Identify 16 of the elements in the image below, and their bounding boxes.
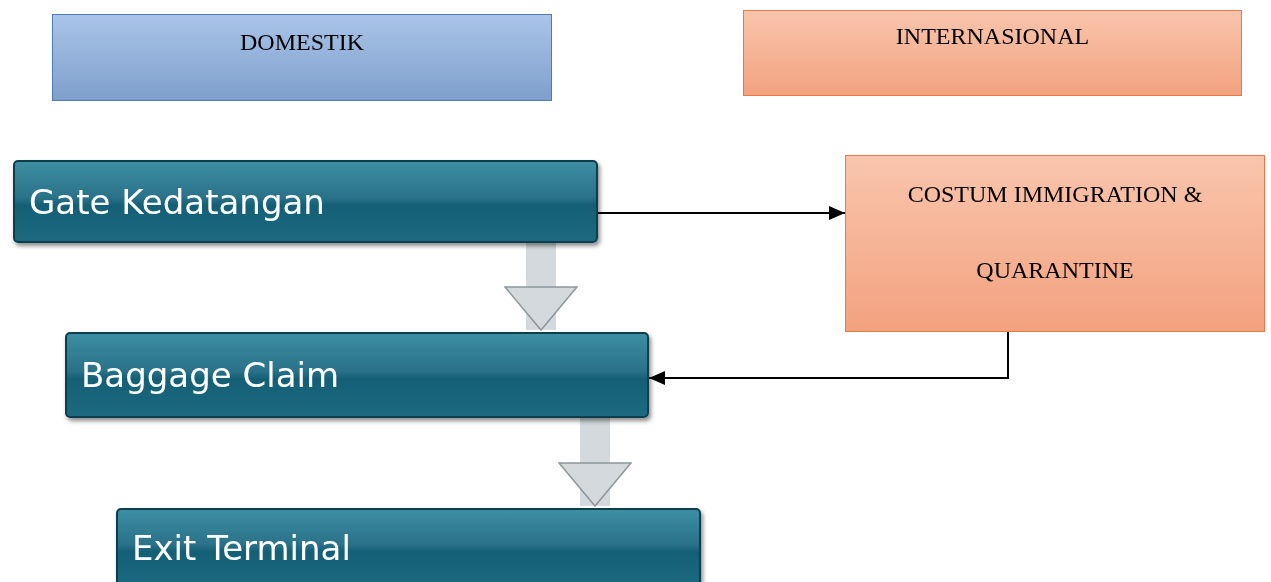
node-label: COSTUM IMMIGRATION & QUARANTINE — [906, 180, 1204, 285]
process-box — [13, 160, 598, 243]
node-label: INTERNASIONAL — [895, 23, 1090, 50]
block-arrow — [504, 243, 578, 331]
arrow — [597, 206, 846, 220]
node-label: Gate Kedatangan — [29, 181, 325, 222]
node-label: DOMESTIK — [240, 29, 364, 56]
process-box — [65, 332, 649, 418]
process-box — [116, 508, 701, 582]
node-label: Baggage Claim — [81, 355, 340, 395]
process-box — [845, 155, 1265, 332]
block-arrow — [558, 418, 632, 507]
arrow — [648, 331, 1009, 385]
category-box — [743, 10, 1242, 96]
node-label: Exit Terminal — [132, 528, 351, 568]
category-box — [52, 14, 552, 101]
